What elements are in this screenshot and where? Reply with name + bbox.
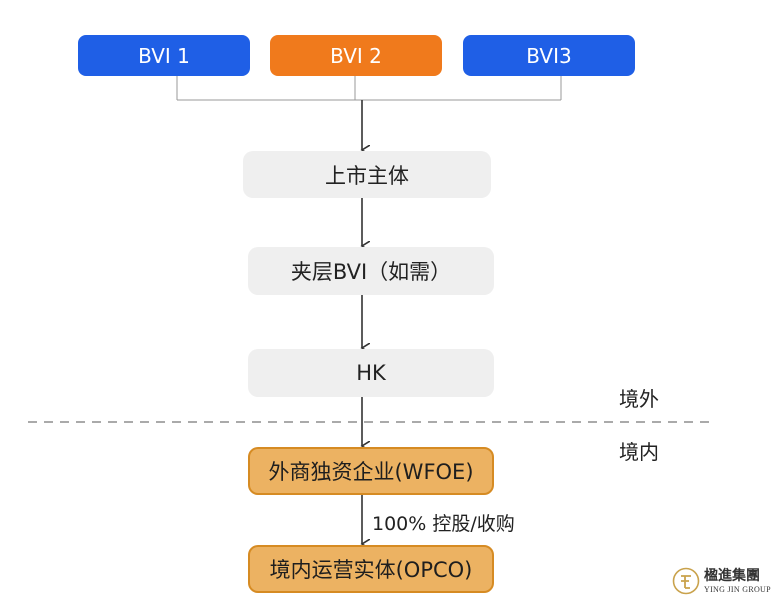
hk-box: HK [248,349,494,397]
logo-subtitle: YING JIN GROUP [704,585,771,594]
offshore-label: 境外 [619,387,659,411]
logo-name: 楹進集團 [704,568,760,584]
logo-emblem-icon [672,567,700,595]
intermediate-bvi-box: 夹层BVI（如需） [248,247,494,295]
onshore-label: 境内 [619,440,659,464]
bvi-2-box: BVI 2 [270,35,442,76]
listed-entity-box: 上市主体 [243,151,491,198]
company-logo: 楹進集團 YING JIN GROUP [672,565,772,601]
wfoe-box: 外商独资企业(WFOE) [248,447,494,495]
bvi-1-box: BVI 1 [78,35,250,76]
bvi-3-box: BVI3 [463,35,635,76]
opco-box: 境内运营实体(OPCO) [248,545,494,593]
control-relation-label: 100% 控股/收购 [372,513,515,535]
